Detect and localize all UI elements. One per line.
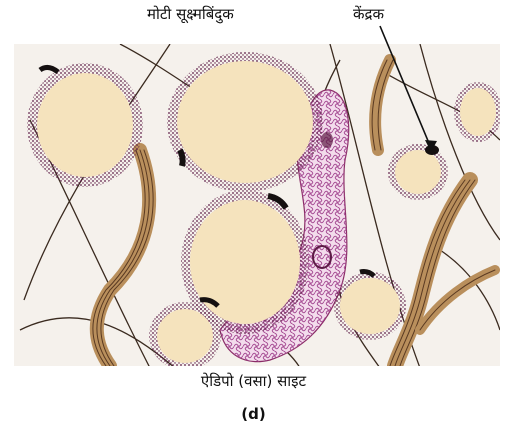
- fat-cell-top-left: [27, 63, 143, 187]
- fat-cell-bottom-right: [334, 272, 406, 341]
- panel-letter: (d): [0, 405, 507, 423]
- matrix-nucleus: [321, 132, 333, 148]
- fat-cell-far-right: [454, 82, 502, 142]
- nucleus-label: केंद्रक: [353, 4, 384, 24]
- figure-caption: ऐडिपो (वसा) साइट: [0, 371, 507, 391]
- fat-droplet-label: मोटी सूक्ष्मबिंदुक: [147, 4, 234, 24]
- fat-cell-nucleus-right: [388, 144, 448, 200]
- fat-cell-large-top: [167, 52, 323, 192]
